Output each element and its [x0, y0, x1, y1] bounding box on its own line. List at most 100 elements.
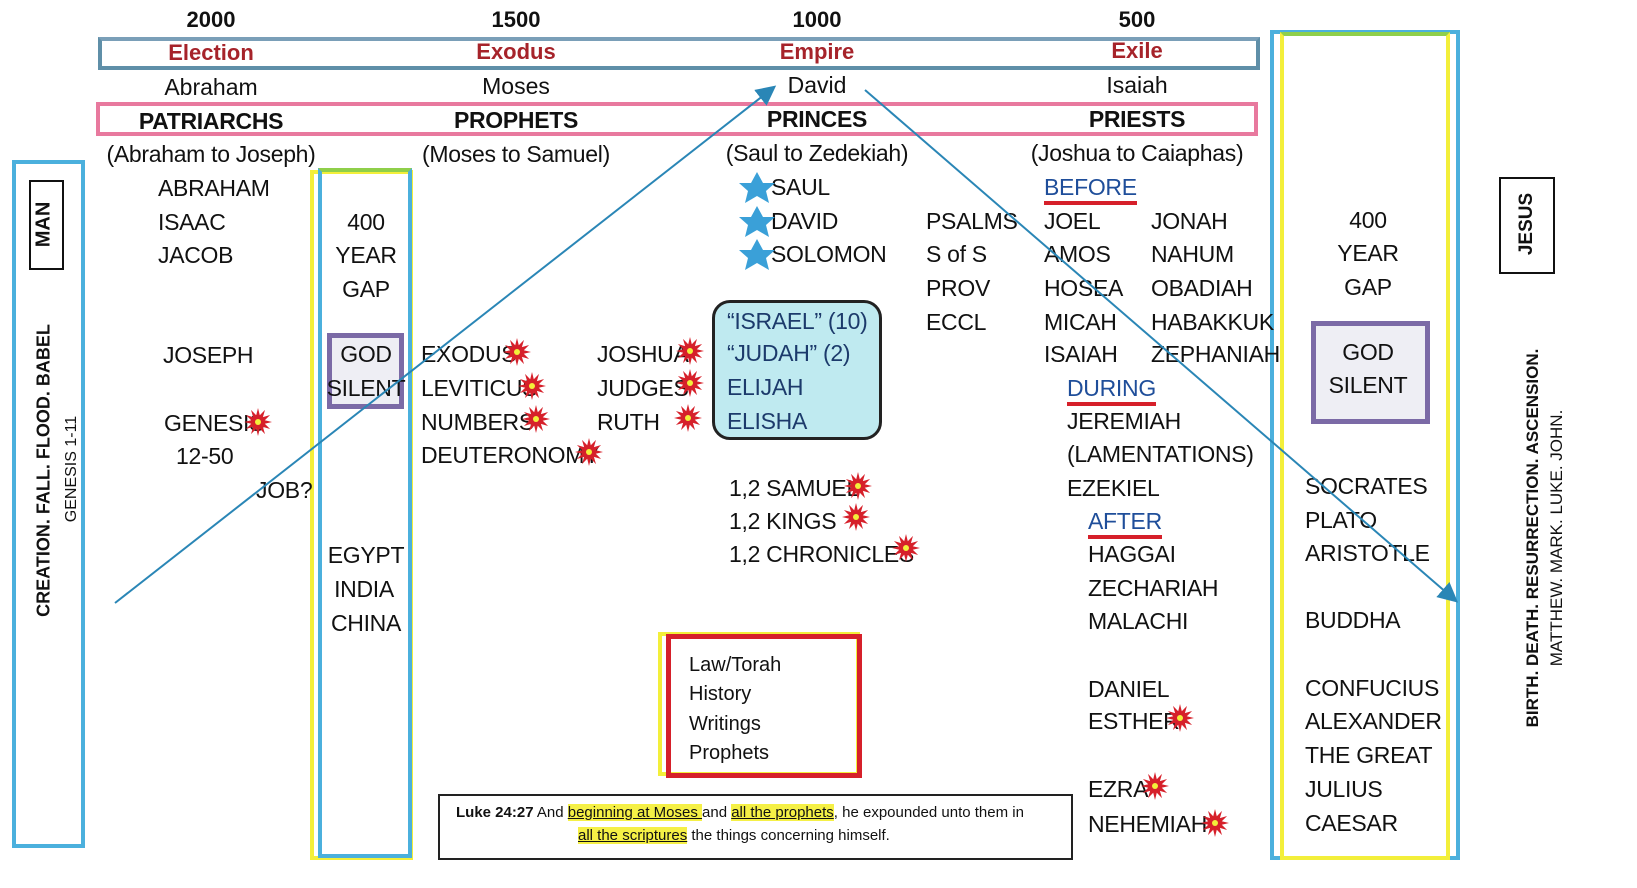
jesus-box — [1499, 177, 1555, 274]
prophet-haggai: HAGGAI — [1088, 541, 1176, 567]
kingdom-judah: “JUDAH” (2) — [727, 340, 851, 366]
range-priests: (Joshua to Caiaphas) — [1030, 140, 1244, 166]
prophet-zechariah: ZECHARIAH — [1088, 575, 1219, 601]
gap2-inner — [1280, 32, 1450, 860]
man-box — [29, 180, 64, 270]
book-burst-icon — [892, 534, 920, 562]
legend-box — [666, 634, 862, 778]
gap2-item-caesar: CAESAR — [1305, 810, 1398, 836]
prophet-hosea: HOSEA — [1044, 275, 1124, 301]
range-patriarchs: (Abraham to Joseph) — [106, 141, 316, 167]
patriarch-isaac: ISAAC — [158, 209, 226, 235]
gap1-india: INDIA — [334, 576, 394, 602]
left-panel-line1: CREATION. FALL. FLOOD. BABEL — [33, 324, 54, 617]
book-psalms: PSALMS — [926, 208, 1018, 234]
prophet-obadiah: OBADIAH — [1151, 275, 1253, 301]
label-before: BEFORE — [1044, 174, 1137, 205]
gap2-item-socrates: SOCRATES — [1305, 473, 1428, 499]
group-priests: PRIESTS — [1088, 106, 1186, 132]
king-david: DAVID — [771, 208, 839, 234]
book-burst-icon — [676, 337, 704, 365]
person-abraham: Abraham — [164, 74, 258, 100]
king-solomon: SOLOMON — [771, 241, 887, 267]
book-ecclesiastes: ECCL — [926, 309, 987, 335]
right-panel-line2: MATTHEW. MARK. LUKE. JOHN. — [1547, 409, 1566, 667]
book-numbers: NUMBERS — [421, 409, 534, 435]
verse-p2: and — [702, 804, 732, 821]
prophet-jonah: JONAH — [1151, 208, 1228, 234]
book-burst-icon — [1141, 772, 1169, 800]
prophet-joel: JOEL — [1044, 208, 1101, 234]
gap2-silent: SILENT — [1328, 372, 1408, 398]
book-lamentations: (LAMENTATIONS) — [1067, 441, 1254, 467]
book-burst-icon — [676, 369, 704, 397]
book-burst-icon — [503, 338, 531, 366]
patriarch-jacob: JACOB — [158, 242, 234, 268]
book-song-of-songs: S of S — [926, 241, 987, 267]
left-panel-line2: GENESIS 1-11 — [63, 415, 80, 523]
book-daniel: DANIEL — [1088, 676, 1170, 702]
book-deuteronomy: DEUTERONOMY — [421, 442, 600, 468]
book-kings: 1,2 KINGS — [729, 508, 837, 534]
verse-ref: Luke 24:27 — [456, 804, 534, 821]
era-exodus: Exodus — [476, 39, 556, 64]
prophet-malachi: MALACHI — [1088, 608, 1189, 634]
gap2-year: YEAR — [1337, 240, 1399, 266]
gap2-item-confucius: CONFUCIUS — [1305, 675, 1440, 701]
verse-p1: And — [533, 804, 568, 821]
gap2-item-alexander: ALEXANDER — [1305, 708, 1442, 734]
label-during: DURING — [1067, 375, 1156, 406]
verse-p3: , he expounded unto them in — [833, 804, 1024, 821]
prophet-elijah: ELIJAH — [727, 374, 804, 400]
gap2-item-plato: PLATO — [1305, 507, 1377, 533]
year-500: 500 — [1118, 7, 1156, 32]
year-1000: 1000 — [792, 7, 842, 32]
group-princes: PRINCES — [766, 106, 868, 132]
book-burst-icon — [522, 405, 550, 433]
era-band — [98, 37, 1260, 70]
era-exile: Exile — [1111, 38, 1163, 63]
prophet-elisha: ELISHA — [727, 408, 808, 434]
patriarch-abraham: ABRAHAM — [158, 175, 270, 201]
book-nehemiah: NEHEMIAH — [1088, 811, 1208, 837]
book-proverbs: PROV — [926, 275, 990, 301]
right-panel-line1: BIRTH. DEATH. RESURRECTION. ASCENSION. — [1523, 348, 1542, 728]
book-samuel: 1,2 SAMUEL — [729, 475, 859, 501]
prophet-habakkuk: HABAKKUK — [1151, 309, 1274, 335]
star-of-david-icon — [739, 172, 775, 270]
prophet-zephaniah: ZEPHANIAH — [1151, 341, 1280, 367]
range-prophets: (Moses to Samuel) — [422, 141, 610, 167]
book-ezra: EZRA — [1088, 776, 1149, 802]
gap2-item-buddha: BUDDHA — [1305, 607, 1401, 633]
gap2-item-julius: JULIUS — [1305, 776, 1383, 802]
gap1-silent: SILENT — [326, 375, 406, 401]
verse-h3: all the scriptures — [578, 827, 688, 844]
prophet-amos: AMOS — [1044, 241, 1111, 267]
gap2-god: GOD — [1342, 339, 1394, 365]
book-chronicles: 1,2 CHRONICLES — [729, 541, 914, 567]
book-burst-icon — [674, 404, 702, 432]
person-david: David — [787, 72, 847, 98]
book-burst-icon — [518, 372, 546, 400]
year-2000: 2000 — [186, 7, 236, 32]
verse-p4: the things concerning himself. — [687, 827, 890, 844]
kingdom-israel: “ISRAEL” (10) — [727, 308, 868, 334]
legend-prophets: Prophets — [689, 742, 770, 764]
person-moses: Moses — [482, 73, 550, 99]
prophet-jeremiah: JEREMIAH — [1067, 408, 1181, 434]
gap2-item-aristotle: ARISTOTLE — [1305, 540, 1430, 566]
gap1-egypt: EGYPT — [327, 542, 405, 568]
gap1-gap: GAP — [342, 276, 390, 302]
gap2-400: 400 — [1349, 207, 1387, 233]
book-burst-icon — [244, 408, 272, 436]
genesis-range: 12-50 — [176, 443, 234, 469]
verse-h1: beginning at Moses — [567, 804, 703, 821]
book-esther: ESTHER — [1088, 708, 1180, 734]
year-1500: 1500 — [491, 7, 541, 32]
book-burst-icon — [1166, 704, 1194, 732]
gap2-item-the-great: THE GREAT — [1305, 742, 1433, 768]
gap1-china: CHINA — [330, 610, 402, 636]
book-ruth: RUTH — [597, 409, 660, 435]
verse-line1: Luke 24:27 And beginning at Moses and al… — [456, 803, 1024, 823]
gap2-gap: GAP — [1344, 274, 1392, 300]
